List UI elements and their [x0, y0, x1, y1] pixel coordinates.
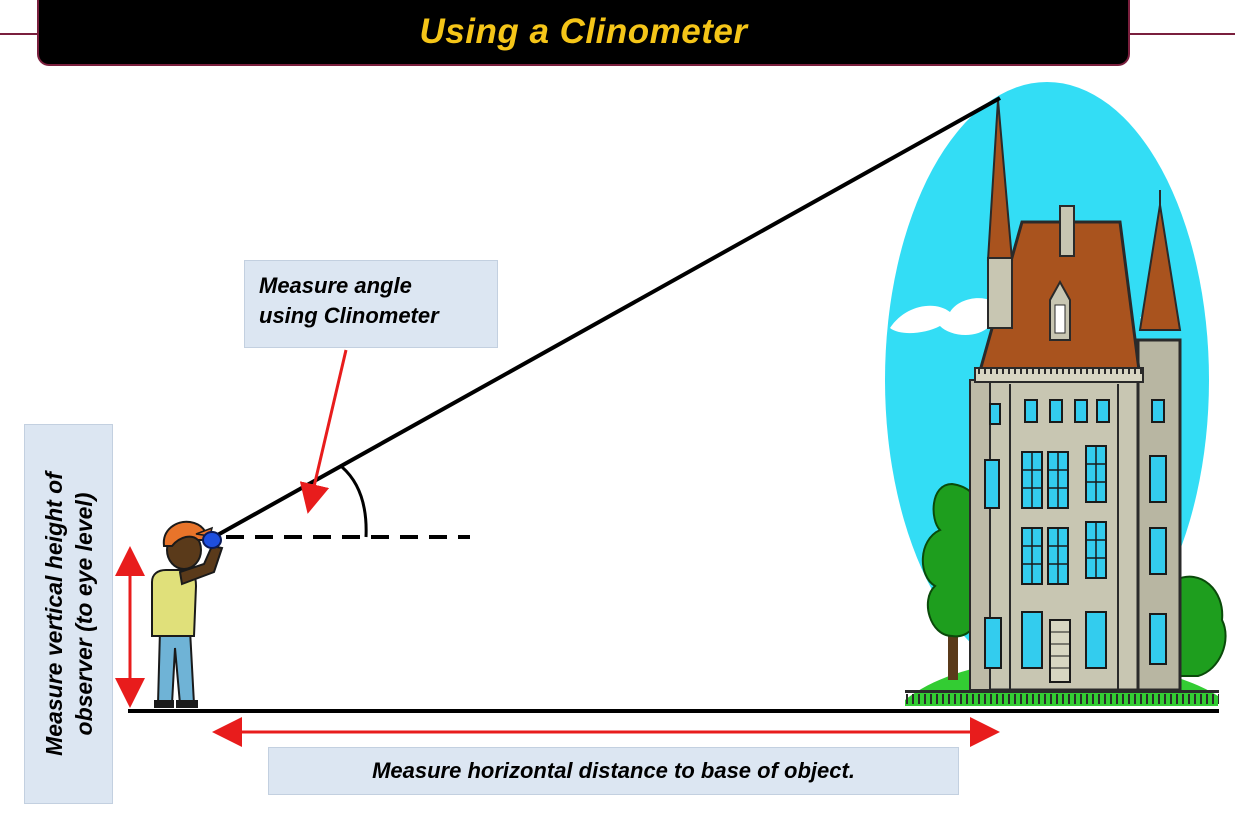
- spire-right: [1138, 204, 1182, 331]
- callout-height-line2: observer (to eye level): [70, 492, 97, 736]
- clinometer-device: [202, 531, 222, 549]
- tree-right: [1175, 575, 1227, 677]
- observer-figure: [151, 520, 224, 708]
- callout-height-line1: Measure vertical height of: [40, 472, 67, 756]
- title-rule-right: [1129, 33, 1235, 35]
- callout-angle-line1: Measure angle: [259, 273, 412, 298]
- callout-angle-line2: using Clinometer: [259, 303, 439, 328]
- page-title: Using a Clinometer: [419, 12, 748, 51]
- door: [1049, 619, 1071, 683]
- callout-measure-angle: Measure angle using Clinometer: [244, 260, 498, 348]
- callout-measure-height: Measure vertical height of observer (to …: [24, 424, 113, 804]
- callout-distance-text: Measure horizontal distance to base of o…: [372, 758, 855, 783]
- callout-measure-distance: Measure horizontal distance to base of o…: [268, 747, 959, 795]
- title-bar: Using a Clinometer: [37, 0, 1130, 66]
- title-rule-left: [0, 33, 38, 35]
- building-illustration: [885, 82, 1227, 706]
- angle-arc: [340, 465, 368, 538]
- line-of-sight: [213, 96, 1001, 539]
- angle-pointer-arrow: [299, 349, 348, 514]
